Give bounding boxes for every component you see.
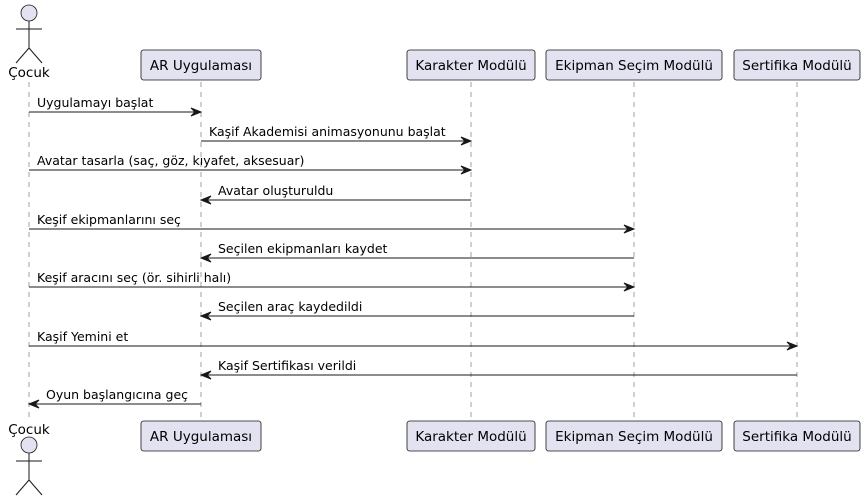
message-arrow-head — [199, 370, 212, 380]
participant-label-sertifika-bottom: Sertifika Modülü — [742, 429, 851, 445]
message-label: Uygulamayı başlat — [37, 95, 153, 110]
participant-box-ar-top — [140, 49, 262, 81]
message-arrow-head — [27, 399, 40, 409]
message-label: Keşif ekipmanlarını seç — [37, 212, 181, 227]
actor-leg-right-bottom — [28, 479, 43, 496]
actor-leg-left-bottom — [15, 479, 30, 496]
participant-label-ekipman-bottom: Ekipman Seçim Modülü — [555, 429, 713, 445]
participant-label-ekipman-top: Ekipman Seçim Modülü — [555, 58, 713, 74]
message-arrow-head — [623, 224, 636, 234]
participant-box-sertifika-bottom — [733, 420, 861, 452]
actor-head-top — [20, 4, 38, 22]
message-label: Avatar tasarla (saç, göz, kıyafet, akses… — [37, 153, 304, 168]
message-arrow-head — [623, 282, 636, 292]
participant-label-sertifika-top: Sertifika Modülü — [742, 58, 851, 74]
participant-box-ekipman-top — [545, 49, 723, 81]
participant-label-karakter-top: Karakter Modülü — [415, 58, 526, 74]
message-label: Kaşif Yemini et — [37, 329, 128, 344]
actor-leg-left-top — [15, 47, 30, 64]
message-arrow-head — [460, 165, 473, 175]
message-arrow-head — [199, 311, 212, 321]
message-label: Kaşif Akademisi animasyonunu başlat — [209, 124, 446, 139]
participant-label-ar-bottom: AR Uygulaması — [150, 429, 252, 445]
message-label: Avatar oluşturuldu — [218, 183, 333, 198]
actor-label-top: Çocuk — [8, 65, 50, 81]
message-label: Seçilen araç kaydedildi — [218, 299, 362, 314]
message-arrow-head — [199, 195, 212, 205]
message-arrow-head — [786, 341, 799, 351]
message-arrow-head — [190, 107, 203, 117]
participant-box-ekipman-bottom — [545, 420, 723, 452]
message-label: Kaşif Sertifikası verildi — [218, 358, 356, 373]
participant-box-karakter-bottom — [406, 420, 536, 452]
message-arrow-head — [460, 136, 473, 146]
actor-label-bottom: Çocuk — [8, 422, 50, 438]
actor-head-bottom — [20, 436, 38, 454]
actor-leg-right-top — [28, 47, 43, 64]
participant-box-ar-bottom — [140, 420, 262, 452]
participant-box-sertifika-top — [733, 49, 861, 81]
participant-label-ar-top: AR Uygulaması — [150, 58, 252, 74]
message-arrow-head — [199, 253, 212, 263]
message-label: Keşif aracını seç (ör. sihirli halı) — [37, 270, 231, 285]
participant-label-karakter-bottom: Karakter Modülü — [415, 429, 526, 445]
message-label: Oyun başlangıcına geç — [46, 387, 188, 402]
message-label: Seçilen ekipmanları kaydet — [218, 241, 388, 256]
participant-box-karakter-top — [406, 49, 536, 81]
